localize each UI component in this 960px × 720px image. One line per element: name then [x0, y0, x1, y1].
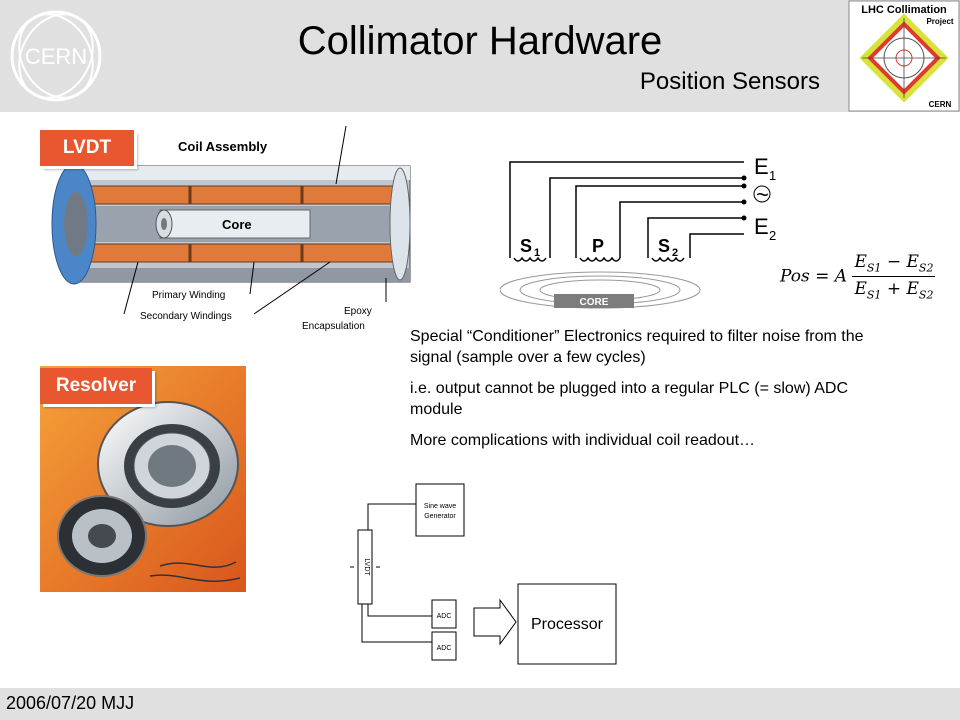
label-core: Core	[222, 217, 252, 232]
lhc-collimation-logo: LHC Collimation Project CERN	[848, 0, 960, 112]
lvdt-circuit-schematic: S 1 P S 2 CORE E 1 ~ E 2	[500, 154, 776, 309]
formula-num-a-sub: S1	[866, 261, 882, 275]
coil-s2-sub: 2	[672, 247, 678, 259]
formula-num-b: E	[906, 252, 919, 272]
adc-2-label: ADC	[437, 645, 452, 652]
bullet-item: Special “Conditioner” Electronics requir…	[410, 328, 864, 366]
page-title: Collimator Hardware	[297, 19, 663, 63]
sine-gen-line1: Sine wave	[424, 503, 456, 510]
coil-s1-label: S	[520, 236, 532, 256]
formula-den-op: +	[881, 279, 907, 300]
e2-label: E	[754, 214, 769, 239]
position-formula: Pos = A ES1 − ES2 ES1 + ES2	[780, 252, 936, 302]
header-bar	[0, 0, 960, 112]
coil-s1-sub: 1	[534, 247, 540, 259]
core-label: CORE	[580, 297, 609, 308]
page-subtitle: Position Sensors	[639, 68, 820, 95]
bullet-item: i.e. output cannot be plugged into a reg…	[410, 380, 849, 418]
formula-num-a: E	[854, 252, 867, 272]
formula-denominator: ES1 + ES2	[852, 277, 935, 301]
formula-num-op: −	[881, 252, 907, 272]
e1-sub: 1	[769, 168, 776, 183]
lhc-logo-line1: LHC Collimation	[861, 4, 947, 16]
processor-label: Processor	[531, 616, 604, 633]
coil-p-label: P	[592, 236, 604, 256]
cern-logo-text: CERN	[25, 44, 87, 69]
formula-den-b-sub: S2	[918, 288, 934, 302]
block-lvdt-label: LVDT	[363, 558, 370, 576]
formula-numerator: ES1 − ES2	[852, 252, 936, 278]
lhc-logo-line2: Project	[926, 17, 953, 26]
formula-den-a: E	[854, 279, 867, 300]
footer-date-author: 2006/07/20 MJJ	[6, 693, 135, 713]
e2-sub: 2	[769, 228, 776, 243]
adc-1-label: ADC	[437, 613, 452, 620]
formula-fraction: ES1 − ES2 ES1 + ES2	[852, 252, 936, 302]
label-coil-assembly: Coil Assembly	[178, 139, 268, 154]
label-epoxy: Epoxy	[344, 306, 372, 317]
formula-num-b-sub: S2	[918, 261, 934, 275]
lvdt-tag: LVDT	[40, 130, 134, 166]
formula-den-a-sub: S1	[866, 288, 882, 302]
readout-block-diagram: LVDT Sine wave Generator ADC ADC Process…	[350, 483, 617, 665]
cern-logo: CERN	[10, 10, 102, 102]
e1-label: E	[754, 154, 769, 179]
resolver-tag: Resolver	[40, 368, 152, 404]
label-encapsulation: Encapsulation	[302, 321, 365, 332]
formula-den-b: E	[906, 279, 919, 300]
label-secondary-windings: Secondary Windings	[140, 311, 232, 322]
coil-s2-label: S	[658, 236, 670, 256]
footer-bar: 2006/07/20 MJJ	[0, 688, 960, 720]
formula-lhs: Pos = A	[780, 266, 848, 287]
label-primary-winding: Primary Winding	[152, 290, 225, 301]
sine-gen-line2: Generator	[424, 513, 456, 520]
lhc-logo-line3: CERN	[929, 100, 952, 109]
lvdt-cutaway-diagram: Coil Assembly Core Primary Winding Secon…	[51, 126, 411, 332]
bullet-item: More complications with individual coil …	[410, 432, 756, 449]
bullet-list: Special “Conditioner” Electronics requir…	[410, 326, 890, 461]
